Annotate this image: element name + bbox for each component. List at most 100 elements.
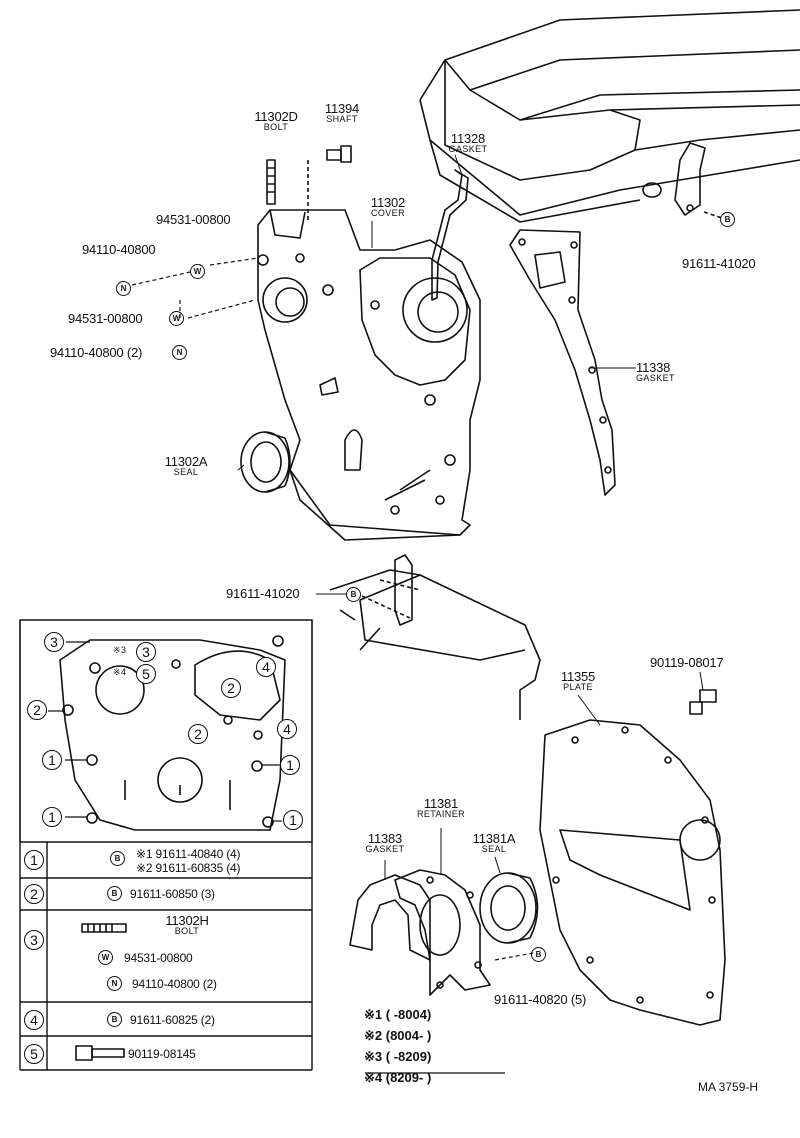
inset-callout-5: 5: [136, 664, 156, 684]
bolt-symbol-icon: B: [720, 212, 735, 228]
part-name: GASKET: [448, 144, 488, 154]
part-name: BOLT: [174, 926, 200, 936]
inset-mark-3: ※3: [113, 645, 127, 655]
label-91611-41020-a: 91611-41020: [682, 256, 756, 271]
part-number: 11302D: [254, 109, 298, 124]
engine-hanger-drawing: [674, 142, 723, 219]
note-mark: ※2: [364, 1028, 383, 1043]
part-name: SHAFT: [326, 114, 358, 124]
table-row-2-bolt-symbol: B: [107, 886, 122, 902]
note-2: ※2 (8004- ): [364, 1028, 431, 1044]
table-row-3-washer-symbol: W: [98, 950, 113, 966]
note-mark: ※3: [364, 1049, 383, 1064]
table-row-1-number: 1: [24, 850, 44, 870]
part-number: 11328: [450, 131, 486, 146]
diagram-reference-code: MA 3759-H: [698, 1080, 759, 1094]
inset-callout-1-c: 1: [42, 807, 62, 827]
table-row-2-line-1: 91611-60850 (3): [130, 887, 215, 901]
label-94110-a: 94110-40800: [82, 242, 156, 257]
note-4: ※4 (8209- ): [364, 1070, 431, 1086]
note-range: ( -8209): [385, 1049, 432, 1064]
note-mark: ※1: [364, 1007, 383, 1022]
inset-callout-4: 4: [256, 657, 276, 677]
part-number: 11383: [367, 831, 403, 846]
inset-mark-4: ※4: [113, 667, 127, 677]
washer-symbol-a: W: [190, 264, 205, 280]
part-name: SEAL: [481, 844, 507, 854]
parts-table-grid: [19, 842, 313, 1071]
part-name: SEAL: [173, 467, 199, 477]
label-11383: 11383 GASKET: [366, 832, 405, 854]
part-number: 11302A: [164, 454, 208, 469]
nut-symbol-b: N: [172, 345, 187, 361]
oil-seal-retainer-drawing: [394, 869, 491, 996]
inset-callout-2: 2: [221, 678, 241, 698]
note-range: (8004- ): [385, 1028, 432, 1043]
inset-callout-2-c: 2: [188, 724, 208, 744]
washer-symbol-b: W: [169, 311, 184, 327]
bolt-symbol-icon: B: [346, 587, 361, 603]
bolt-symbol-b: B: [346, 587, 361, 603]
bolt-symbol-icon: B: [107, 1012, 122, 1028]
nut-symbol-icon: N: [172, 345, 187, 361]
table-row-4-line-1: 91611-60825 (2): [130, 1013, 215, 1027]
inset-callout-1: 1: [42, 750, 62, 770]
label-11302: 11302 COVER: [371, 196, 405, 218]
label-90119-08017: 90119-08017: [650, 655, 724, 670]
table-row-3-washer: 94531-00800: [124, 951, 193, 965]
cylinder-block-drawing: [329, 554, 541, 720]
rear-oil-seal-drawing: [479, 872, 539, 944]
bolt-symbol-icon: B: [107, 886, 122, 902]
table-row-3-nut: 94110-40800 (2): [132, 977, 217, 991]
washer-symbol-icon: W: [190, 264, 205, 280]
table-row-1-line-1: ※1 91611-40840 (4): [136, 847, 241, 861]
bolt-symbol-a: B: [720, 212, 735, 228]
end-plate-drawing: [539, 719, 726, 1026]
bolt-symbol-c: B: [531, 947, 546, 963]
table-row-5-line-1: 90119-08145: [128, 1047, 196, 1061]
label-11355: 11355 PLATE: [561, 670, 595, 692]
table-row-3-nut-symbol: N: [107, 976, 122, 992]
label-11338: 11338 GASKET: [636, 361, 675, 383]
table-row-3-bolt-label: 11302H BOLT: [165, 913, 209, 936]
note-range: ( -8004): [385, 1007, 432, 1022]
bolt-symbol-icon: B: [531, 947, 546, 963]
table-row-5-number: 5: [24, 1044, 44, 1064]
part-name: COVER: [370, 208, 405, 218]
label-94110-b: 94110-40800 (2): [50, 345, 143, 360]
part-name: RETAINER: [416, 809, 466, 819]
stud-bolt-drawing: [266, 159, 276, 205]
part-number: 11355: [560, 669, 596, 684]
table-row-3-number: 3: [24, 930, 44, 950]
inset-callout-3-b: 3: [136, 642, 156, 662]
nut-symbol-icon: N: [107, 976, 122, 992]
part-name: BOLT: [263, 122, 289, 132]
label-91611-41020-b: 91611-41020: [226, 586, 300, 601]
label-11394: 11394 SHAFT: [325, 102, 359, 124]
cylinder-head-cover-drawing: [419, 9, 800, 223]
note-range: (8209- ): [385, 1070, 432, 1085]
bolt-90119-08145-icon: [75, 1045, 125, 1061]
part-name: GASKET: [636, 373, 675, 383]
part-number: 11338: [636, 360, 671, 375]
half-moon-gasket-drawing: [431, 169, 469, 301]
part-number: 11302H: [165, 913, 209, 928]
label-11328: 11328 GASKET: [449, 132, 488, 154]
label-94531-a: 94531-00800: [156, 212, 231, 227]
table-row-4-bolt-symbol: B: [107, 1012, 122, 1028]
part-name: PLATE: [563, 682, 593, 692]
label-11302D: 11302D BOLT: [254, 109, 298, 132]
label-94531-b: 94531-00800: [68, 311, 143, 326]
timing-cover-oil-seal-drawing: [240, 431, 291, 493]
label-11302A: 11302A SEAL: [165, 455, 208, 477]
note-3: ※3 ( -8209): [364, 1049, 431, 1065]
label-11381A: 11381A SEAL: [473, 832, 516, 854]
inset-callout-2-b: 2: [27, 700, 47, 720]
note-1: ※1 ( -8004): [364, 1007, 431, 1023]
inset-callout-3: 3: [44, 632, 64, 652]
inset-callout-1-d: 1: [283, 810, 303, 830]
part-number: 11302: [370, 195, 406, 210]
washer-symbol-icon: W: [169, 311, 184, 327]
label-91611-40820: 91611-40820 (5): [494, 992, 587, 1007]
